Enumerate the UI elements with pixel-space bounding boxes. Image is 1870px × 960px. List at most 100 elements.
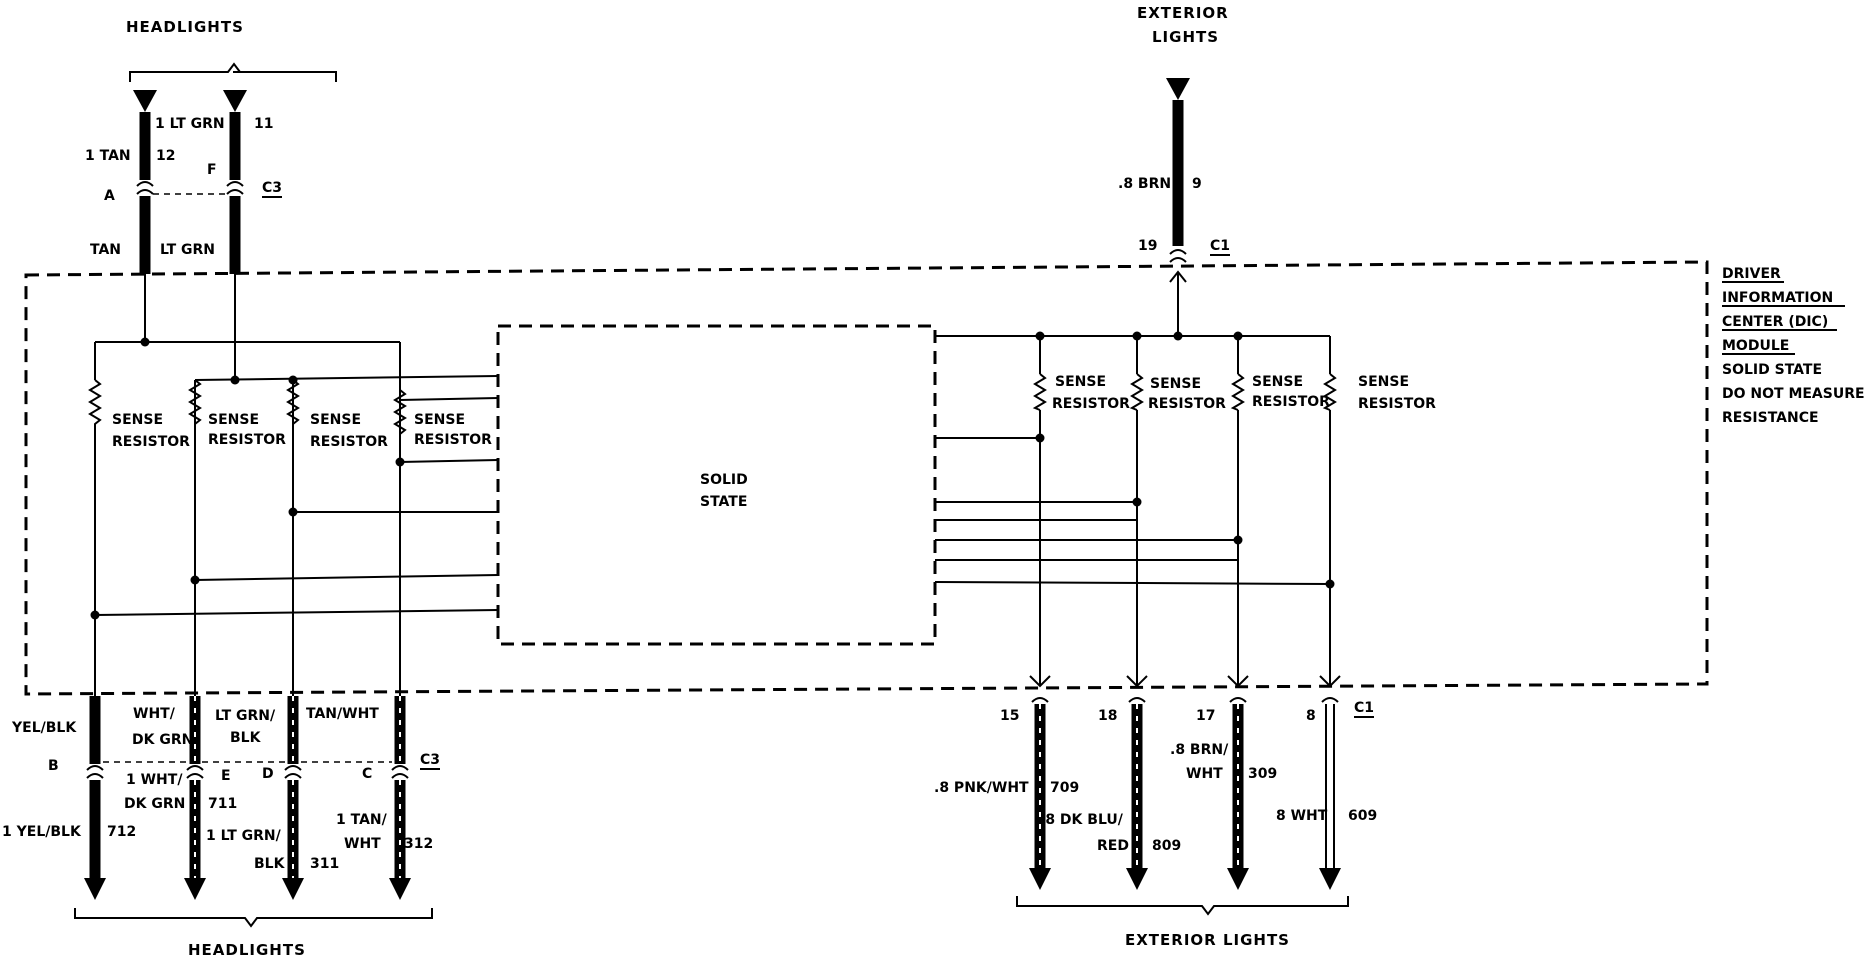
wire-ltgrn-top (223, 90, 247, 378)
brn-pin-label: 19 (1138, 238, 1157, 254)
sense-resistor-6-label-2: RESISTOR (1148, 396, 1226, 412)
module-label-line-3: CENTER (DIC) (1722, 314, 1828, 330)
sense-resistor-5-icon (1032, 373, 1047, 411)
sense-resistor-2-icon (188, 379, 202, 425)
br-w1-pin-label: 15 (1000, 708, 1019, 724)
module-label-line-2: INFORMATION (1722, 290, 1833, 306)
w3-circuit-label: 311 (310, 856, 339, 872)
sense-resistor-1-label-2: RESISTOR (112, 434, 190, 450)
w2-outer-label-2: DK GRN (124, 796, 185, 812)
br-w4-circuit-label: 609 (1348, 808, 1377, 824)
tan-circuit-label: 12 (156, 148, 175, 164)
arrow-down-icon (1029, 868, 1051, 890)
wire-yelblk-bottom (84, 696, 106, 900)
arrow-down-icon (1227, 868, 1249, 890)
wire-whtdkgrn-bottom (184, 696, 206, 900)
brn-outer-label: .8 BRN (1118, 176, 1171, 192)
w4-outer-label-1: 1 TAN/ (336, 812, 388, 828)
sense-resistor-4-icon (393, 389, 407, 435)
w3-inner-label-1: LT GRN/ (215, 708, 276, 724)
headlights-top-label: HEADLIGHTS (126, 18, 244, 36)
w2-circuit-label: 711 (208, 796, 237, 812)
module-label-line-7: RESISTANCE (1722, 410, 1819, 426)
connector-c1-bottom-label: C1 (1354, 700, 1374, 716)
arrow-down-icon (282, 878, 304, 900)
sense-resistor-4-label-1: SENSE (414, 412, 465, 428)
sense-resistor-4-label-2: RESISTOR (414, 432, 492, 448)
dic-module-label: DRIVER INFORMATION CENTER (DIC) MODULE S… (1722, 266, 1865, 426)
br-w4-pin-label: 8 (1306, 708, 1316, 724)
dic-module-boundary (24, 260, 1709, 696)
w2-inner-label-2: DK GRN (132, 732, 193, 748)
wire-dkblured-bottom (1126, 697, 1148, 890)
sense-resistor-5-label-1: SENSE (1055, 374, 1106, 390)
arrow-down-icon (389, 878, 411, 900)
wire-tanwht-bottom (389, 696, 411, 900)
ltgrn-outer-label: 1 LT GRN (155, 116, 225, 132)
sense-resistor-2-label-2: RESISTOR (208, 432, 286, 448)
sense-resistor-7-label-2: RESISTOR (1252, 394, 1330, 410)
arrow-down-icon (223, 90, 247, 112)
sense-resistor-3-icon (286, 379, 300, 425)
br-w1-outer-label: .8 PNK/WHT (934, 780, 1029, 796)
wire-tan-top (133, 90, 157, 342)
sense-resistor-1-label-1: SENSE (112, 412, 163, 428)
tan-terminal-label: A (104, 188, 115, 204)
solid-state-label-1: SOLID (700, 472, 748, 488)
connector-c3-top-label: C3 (262, 180, 282, 196)
module-label-line-6: DO NOT MEASURE (1722, 386, 1865, 402)
module-label-line-5: SOLID STATE (1722, 362, 1822, 378)
tan-outer-label: 1 TAN (85, 148, 131, 164)
w1-inner-label: YEL/BLK (11, 720, 77, 736)
sense-resistor-2-label-1: SENSE (208, 412, 259, 428)
w1-circuit-label: 712 (107, 824, 136, 840)
sense-resistor-1-icon (88, 379, 102, 430)
br-w3-outer-label-1: .8 BRN/ (1170, 742, 1229, 758)
ltgrn-terminal-label: F (207, 162, 217, 178)
exterior-top-label-1: EXTERIOR (1137, 4, 1229, 22)
w3-outer-label-2: BLK (254, 856, 286, 872)
br-w3-circuit-label: 309 (1248, 766, 1277, 782)
sense-resistor-6-label-1: SENSE (1150, 376, 1201, 392)
arrow-down-icon (84, 878, 106, 900)
w4-terminal-label: C (362, 766, 372, 782)
br-w2-outer-label-2: RED (1097, 838, 1129, 854)
sense-resistor-5-label-2: RESISTOR (1052, 396, 1130, 412)
ltgrn-circuit-label: 11 (254, 116, 273, 132)
solid-state-label-2: STATE (700, 494, 747, 510)
sense-resistor-8-label-2: RESISTOR (1358, 396, 1436, 412)
arrow-down-icon (1166, 78, 1190, 100)
w2-inner-label-1: WHT/ (133, 706, 176, 722)
w3-terminal-label: D (262, 766, 274, 782)
wire-pnkwht-bottom (1029, 697, 1051, 890)
ltgrn-inner-label: LT GRN (160, 242, 215, 258)
tan-inner-label: TAN (90, 242, 121, 258)
right-internal-circuit (934, 331, 1341, 688)
w2-outer-label-1: 1 WHT/ (126, 772, 183, 788)
w1-terminal-label: B (48, 758, 59, 774)
connector-c3-bottom-label: C3 (420, 752, 440, 768)
arrow-down-icon (184, 878, 206, 900)
w1-outer-label: 1 YEL/BLK (2, 824, 82, 840)
module-label-line-4: MODULE (1722, 338, 1789, 354)
w3-outer-label-1: 1 LT GRN/ (206, 828, 282, 844)
left-internal-circuit (88, 337, 499, 696)
br-w3-outer-label-2: WHT (1186, 766, 1223, 782)
headlights-top-brace (129, 62, 337, 82)
wire-wht-bottom (1319, 697, 1341, 890)
sense-resistor-7-icon (1230, 373, 1245, 411)
headlights-bottom-brace (74, 908, 433, 928)
sense-resistor-7-label-1: SENSE (1252, 374, 1303, 390)
br-w3-pin-label: 17 (1196, 708, 1215, 724)
w4-circuit-label: 312 (404, 836, 433, 852)
module-label-line-1: DRIVER (1722, 266, 1781, 282)
w2-terminal-label: E (221, 768, 231, 784)
wire-ltgrnblk-bottom (282, 696, 304, 900)
wire-brn-top (1166, 78, 1190, 336)
connector-c1-top-label: C1 (1210, 238, 1230, 254)
sense-resistor-6-icon (1129, 373, 1144, 411)
br-w2-outer-label-1: .8 DK BLU/ (1040, 812, 1124, 828)
sense-resistor-8-icon (1322, 373, 1337, 411)
solid-state-box (496, 324, 937, 646)
